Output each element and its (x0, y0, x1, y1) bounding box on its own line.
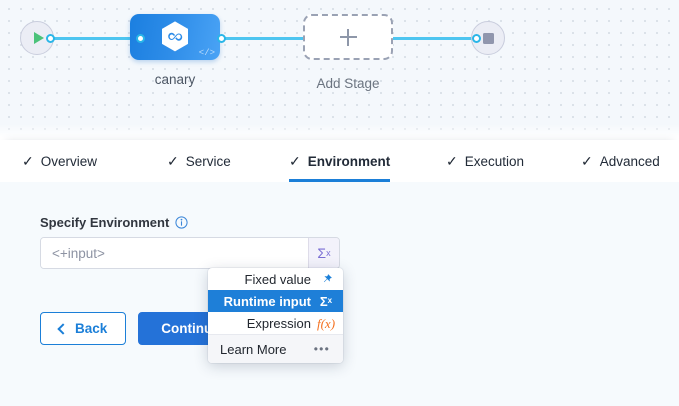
fx-icon: f(x) (316, 315, 336, 331)
connector-stage-to-add (215, 37, 310, 40)
back-button-label: Back (75, 321, 108, 336)
pipeline-canvas[interactable]: </> canary Add Stage (0, 0, 679, 140)
fx-glyph: f(x) (316, 315, 336, 331)
continue-button-label: Continue (161, 321, 220, 336)
add-stage-button[interactable] (303, 14, 393, 60)
check-icon: ✓ (22, 153, 34, 169)
tab-label: Advanced (599, 153, 660, 169)
check-icon: ✓ (289, 153, 301, 169)
dropdown-item-label: Fixed value (244, 271, 311, 287)
dropdown-item-expression[interactable]: Expression f(x) (208, 312, 343, 334)
back-button[interactable]: Back (40, 312, 127, 345)
end-node[interactable] (471, 21, 505, 55)
tab-environment[interactable]: ✓ Environment (289, 140, 391, 182)
specify-environment-input-wrap[interactable]: Σx (40, 237, 340, 269)
port-end-in[interactable] (472, 33, 481, 43)
canvas-fade (0, 124, 679, 140)
stage-node-canary[interactable]: </> (130, 14, 220, 60)
sigma-glyph: Σ (317, 245, 327, 261)
stage-label-canary: canary (154, 72, 196, 87)
dropdown-item-label: Runtime input (223, 293, 311, 309)
dropdown-item-fixed-value[interactable]: Fixed value (208, 268, 343, 290)
tab-label: Environment (307, 153, 391, 169)
tab-execution[interactable]: ✓ Execution (446, 140, 524, 182)
connector-start-to-stage (50, 37, 145, 40)
form-button-row: Back Continue (40, 312, 243, 345)
stop-icon (482, 32, 494, 44)
start-node[interactable] (20, 21, 54, 55)
connector-add-to-end (388, 37, 483, 40)
tab-service[interactable]: ✓ Service (167, 140, 231, 182)
tab-overview[interactable]: ✓ Overview (22, 140, 97, 182)
ellipsis-icon[interactable]: ••• (313, 342, 330, 356)
play-icon (33, 32, 44, 44)
hexagon-infinity-icon (160, 20, 190, 52)
tab-label: Execution (464, 153, 525, 169)
info-icon[interactable] (175, 216, 188, 229)
tab-advanced[interactable]: ✓ Advanced (581, 140, 660, 182)
specify-environment-label: Specify Environment (40, 215, 188, 230)
sigma-sup: x (326, 248, 331, 258)
check-icon: ✓ (167, 153, 179, 169)
tab-label: Overview (40, 153, 97, 169)
add-stage-label: Add Stage (316, 76, 380, 91)
learn-more-label: Learn More (220, 341, 287, 357)
check-icon: ✓ (446, 153, 458, 169)
port-start-out[interactable] (46, 33, 55, 43)
stage-tab-bar: ✓ Overview ✓ Service ✓ Environment ✓ Exe… (0, 140, 679, 183)
tab-label: Service (185, 153, 231, 169)
check-icon: ✓ (581, 153, 593, 169)
chevron-left-icon (57, 322, 69, 335)
dropdown-footer-learn-more[interactable]: Learn More ••• (208, 334, 343, 363)
code-glyph-icon: </> (198, 48, 215, 58)
pin-icon (319, 273, 333, 286)
field-label-text: Specify Environment (40, 215, 170, 230)
plus-icon (339, 28, 357, 46)
sigma-glyph: Σ (319, 293, 328, 309)
port-stage-in[interactable] (136, 33, 145, 43)
specify-environment-input[interactable] (41, 238, 308, 268)
dropdown-item-label: Expression (246, 315, 311, 331)
port-stage-out[interactable] (217, 33, 226, 43)
